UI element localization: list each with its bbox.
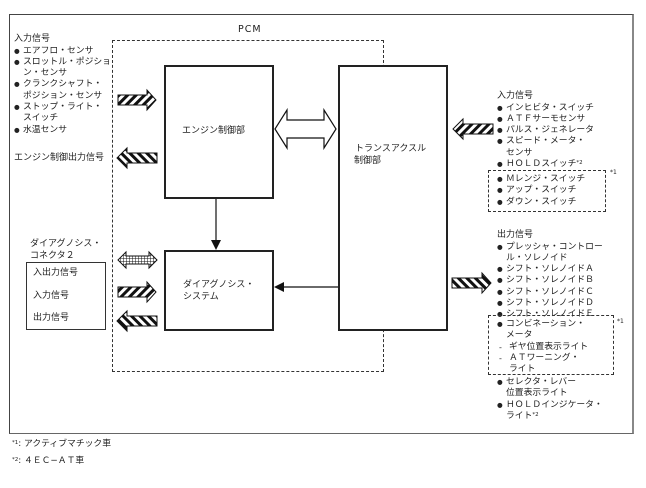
combination-meter-item: コンビネーション・ メータ (497, 319, 588, 342)
right-input-item: インヒビタ・スイッチ (497, 103, 594, 115)
left-input-item: クランクシャフト・ ポジション・センサ (14, 79, 111, 102)
left-input-heading: 入力信号 (14, 34, 51, 44)
transaxle-control-label-1: トランスアクスル (355, 144, 427, 154)
right-output-item: シフト・ソレノイドＣ (497, 287, 603, 299)
right-output-after-items: セレクタ・レバー 位置表示ライト ＨＯＬＤインジケータ・ ライト*2 (497, 377, 603, 422)
engine-to-diagnosis-arrow (211, 199, 221, 250)
engine-control-label: エンジン制御部 (182, 126, 246, 136)
engine-transaxle-bidirectional-arrow (274, 107, 337, 151)
right-input-group-item: Ｍレンジ・スイッチ (497, 174, 585, 186)
diag-connector-box: 入出力信号 入力信号 出力信号 (26, 262, 106, 330)
combination-meter-sub-item: ギヤ位置表示ライト (497, 342, 588, 354)
diagnosis-system-label-2: システム (183, 292, 219, 302)
right-output-after-item: ＨＯＬＤインジケータ・ ライト*2 (497, 400, 603, 423)
diag-connector-row: 入出力信号 (33, 268, 79, 278)
diagnosis-system-block: ダイアグノシス・ システム (164, 250, 274, 331)
left-input-item: スロットル・ポジショ ン・センサ (14, 57, 111, 80)
right-input-signals: 入力信号 インヒビタ・スイッチ ＡＴＦサーモセンサ パルス・ジェネレータ スピー… (497, 91, 594, 171)
hold-indicator-label: ＨＯＬＤインジケータ・ ライト (506, 399, 603, 421)
transaxle-control-block: トランスアクスル 制御部 (338, 65, 448, 331)
right-input-group-note: *1 (610, 169, 617, 176)
transaxle-control-label-2: 制御部 (354, 156, 382, 166)
engine-output-arrow (116, 146, 158, 170)
footnote-text: : ４ＥＣ−ＡＴ車 (18, 456, 85, 466)
transaxle-to-diagnosis-arrow (274, 282, 338, 292)
hold-switch-note: *2 (576, 159, 583, 166)
engine-control-block: エンジン制御部 (164, 65, 274, 199)
diag-connector-title-1: ダイアグノシス・ (30, 239, 102, 249)
hold-switch-label: ＨＯＬＤスイッチ (506, 158, 577, 169)
right-input-group-box: Ｍレンジ・スイッチ アップ・スイッチ ダウン・スイッチ (488, 170, 606, 212)
diagnosis-system-label-1: ダイアグノシス・ (183, 280, 255, 290)
diagram-frame (9, 14, 634, 434)
diag-connector-title-2: コネクタ２ (30, 251, 75, 261)
right-output-arrow (451, 271, 492, 295)
right-input-item: ＨＯＬＤスイッチ*2 (497, 158, 594, 171)
right-output-item: シフト・ソレノイドＡ (497, 264, 603, 276)
diag-input-arrow (117, 280, 157, 304)
right-input-item: パルス・ジェネレータ (497, 125, 594, 137)
right-input-item: スピード・メータ・ センサ (497, 136, 594, 159)
pcm-title: PCM (238, 24, 262, 35)
left-input-item: 水温センサ (14, 125, 111, 137)
right-input-arrow (452, 117, 494, 141)
diag-connector-row: 入力信号 (33, 291, 70, 301)
right-output-signals: 出力信号 プレッシャ・コントロー ル・ソレノイド シフト・ソレノイドＡ シフト・… (497, 230, 603, 321)
footnote-mark: *1 (12, 440, 19, 446)
right-output-item: シフト・ソレノイドＢ (497, 275, 603, 287)
hold-indicator-note: *2 (532, 411, 539, 418)
footnote-text: : アクティブマチック車 (18, 439, 112, 449)
right-output-group-note: *1 (617, 318, 624, 325)
right-output-item: プレッシャ・コントロー ル・ソレノイド (497, 242, 603, 265)
right-input-item: ＡＴＦサーモセンサ (497, 114, 594, 126)
left-input-item: エアフロ・センサ (14, 46, 111, 58)
right-output-heading: 出力信号 (497, 230, 534, 240)
diag-output-arrow (116, 309, 158, 333)
right-input-group-item: ダウン・スイッチ (497, 197, 585, 209)
right-output-group-box: コンビネーション・ メータ ギヤ位置表示ライト ＡＴワーニング・ ライト (488, 315, 614, 375)
combination-meter-sub-item: ＡＴワーニング・ ライト (497, 353, 588, 376)
left-input-arrow (117, 88, 157, 112)
footnote-2: *2: ４ＥＣ−ＡＴ車 (12, 455, 84, 468)
diag-io-arrow (117, 250, 158, 270)
footnote-mark: *2 (12, 457, 19, 463)
right-input-heading: 入力信号 (497, 91, 534, 101)
footnote-1: *1: アクティブマチック車 (12, 438, 111, 451)
right-output-after-item: セレクタ・レバー 位置表示ライト (497, 377, 603, 400)
engine-output-label: エンジン制御出力信号 (14, 153, 105, 163)
diag-connector-row: 出力信号 (33, 313, 70, 323)
left-input-item: ストップ・ライト・ スイッチ (14, 102, 111, 125)
left-input-signals: 入力信号 エアフロ・センサ スロットル・ポジショ ン・センサ クランクシャフト・… (14, 34, 111, 136)
right-output-item: シフト・ソレノイドＤ (497, 298, 603, 310)
right-input-group-item: アップ・スイッチ (497, 185, 585, 197)
